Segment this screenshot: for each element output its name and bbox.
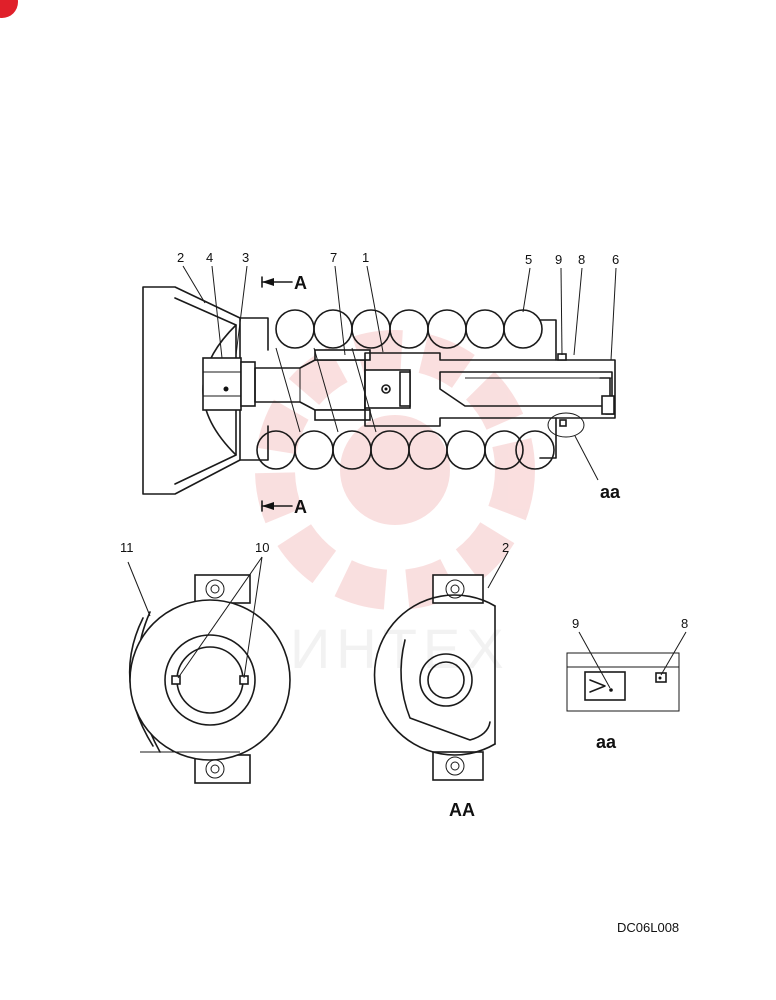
detail-aa-label: aa	[596, 732, 617, 752]
callout-5: 5	[525, 252, 532, 267]
callout-8: 8	[578, 252, 585, 267]
nut	[202, 357, 242, 411]
drawing-code: DC06L008	[617, 920, 679, 935]
callout-8-detail: 8	[681, 616, 688, 631]
callout-9-detail: 9	[572, 616, 579, 631]
callout-11: 11	[120, 540, 134, 555]
callout-10: 10	[255, 540, 269, 555]
watermark-logo: ИНТЕХ	[255, 330, 535, 680]
callout-2-section: 2	[502, 540, 509, 555]
section-marker-top: A	[261, 273, 307, 293]
callout-1: 1	[362, 250, 369, 265]
spring-coils-top	[275, 309, 543, 349]
svg-text:A: A	[294, 497, 307, 517]
callout-9: 9	[555, 252, 562, 267]
corner-badge-icon	[0, 0, 18, 18]
callout-2: 2	[177, 250, 184, 265]
callout-6: 6	[612, 252, 619, 267]
detail-aa-marker: aa	[600, 482, 621, 502]
section-AA-label: AA	[449, 800, 475, 820]
detail-view-aa: 9 8 aa	[566, 616, 688, 752]
callout-3: 3	[242, 250, 249, 265]
detail-aa-marker-circle	[547, 412, 585, 438]
spring-coils-bottom	[256, 430, 555, 470]
watermark-text: ИНТЕХ	[290, 617, 510, 680]
end-view-left: 11 10	[120, 540, 291, 784]
callout-4: 4	[206, 250, 213, 265]
section-view-AA: 2 AA	[373, 540, 509, 820]
section-marker-bottom: A	[261, 497, 307, 517]
callout-7: 7	[330, 250, 337, 265]
svg-text:A: A	[294, 273, 307, 293]
idler-assembly-main-view: A A 2 4 3 7 1 5 9 8 6 aa	[142, 250, 621, 517]
